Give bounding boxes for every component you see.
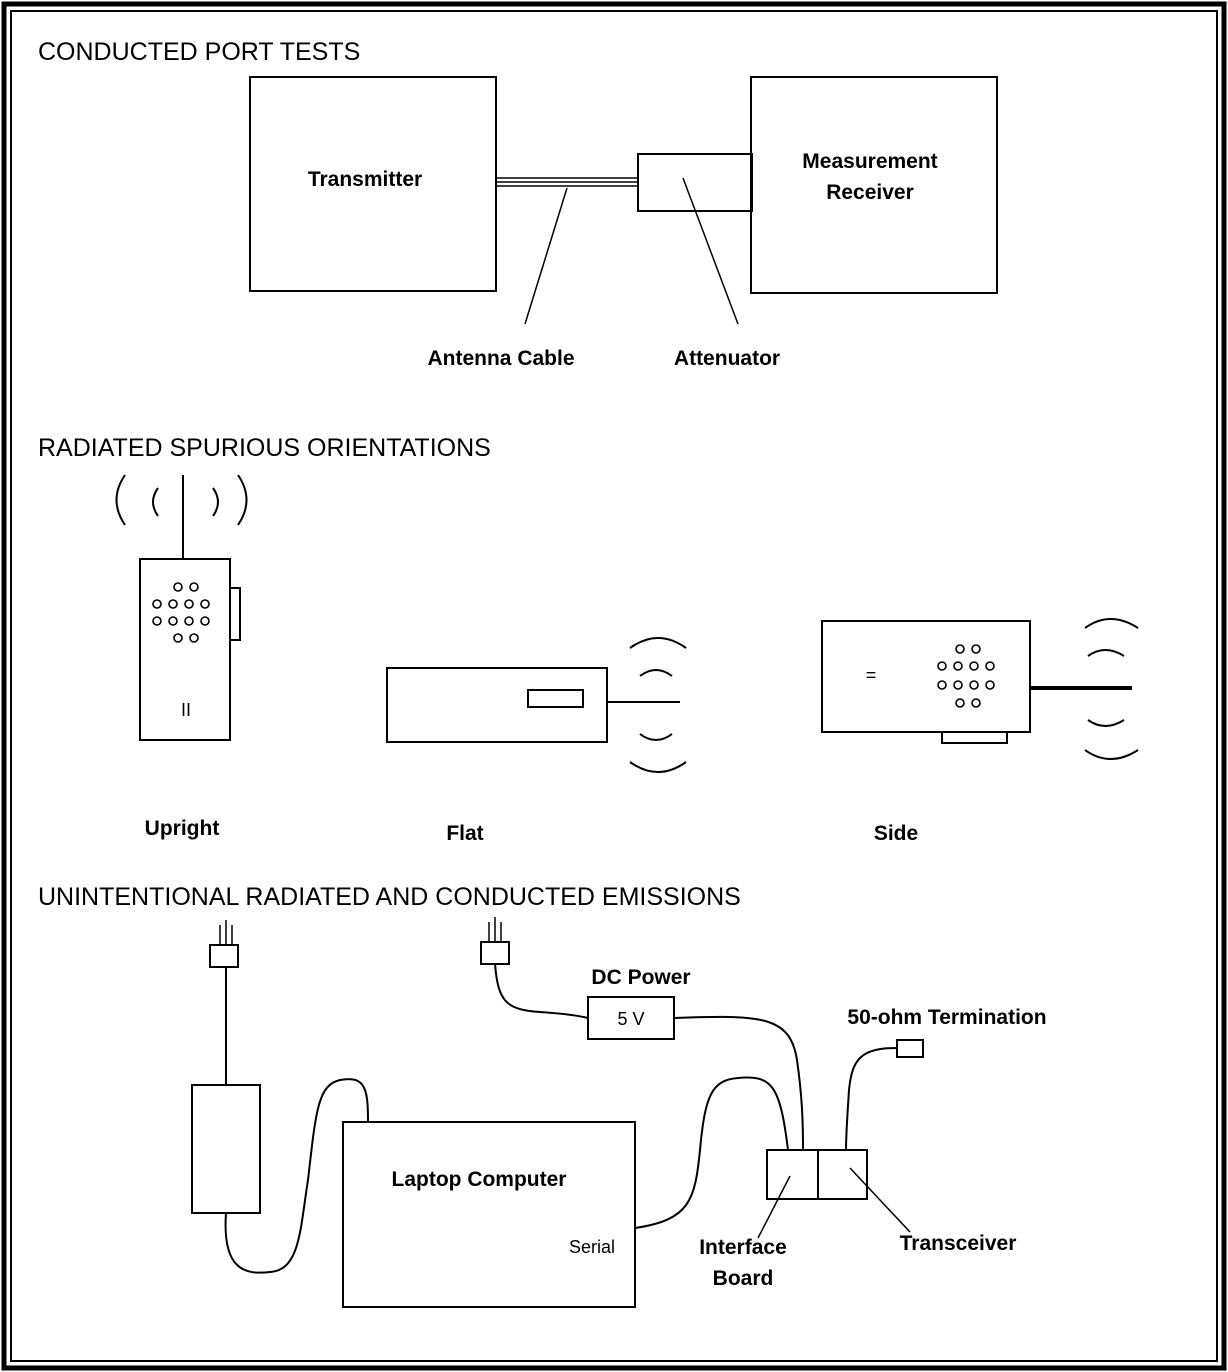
receiver-label-line1: Measurement [802, 150, 937, 173]
upright-mark: II [181, 700, 191, 720]
laptop-label: Laptop Computer [392, 1168, 567, 1191]
side-device: = [821, 618, 1139, 760]
termination-label: 50-ohm Termination [847, 1006, 1046, 1029]
antenna-cable-label: Antenna Cable [427, 347, 574, 370]
keypad-icon [937, 644, 995, 708]
upright-label: Upright [145, 817, 220, 840]
laptop-computer-box [342, 1121, 636, 1308]
serial-port-label: Serial [569, 1237, 615, 1257]
interface-board-label-line2: Board [713, 1267, 774, 1290]
attenuator-label: Attenuator [674, 347, 780, 370]
emissions-section: UNINTENTIONAL RADIATED AND CONDUCTED EMI… [38, 883, 1047, 1308]
side-label: Side [874, 822, 918, 845]
dc-output-cable [673, 1015, 804, 1151]
attenuator-leader [682, 177, 739, 325]
antenna-cable [496, 177, 638, 187]
transmitter-box [249, 76, 497, 292]
upright-side-button [229, 587, 241, 641]
termination-plug [896, 1039, 924, 1058]
measurement-receiver-box [750, 76, 998, 294]
radio-waves-icon [115, 474, 248, 526]
conducted-section: CONDUCTED PORT TESTS Transmitter Measure… [38, 38, 998, 370]
receiver-label-line2: Receiver [826, 181, 914, 204]
interface-board-label-line1: Interface [699, 1236, 787, 1259]
side-device-body [821, 620, 1031, 733]
section-title-conducted: CONDUCTED PORT TESTS [38, 38, 360, 66]
dc-supply-cord [494, 963, 589, 1019]
flat-label: Flat [446, 822, 483, 845]
flat-device-body [386, 667, 608, 743]
adapter-cable [224, 1078, 369, 1274]
section-title-radiated: RADIATED SPURIOUS ORIENTATIONS [38, 434, 491, 462]
transmitter-label: Transmitter [308, 168, 422, 191]
radiated-section: RADIATED SPURIOUS ORIENTATIONS II Uprigh… [38, 434, 1139, 845]
power-adapter-box [191, 1084, 261, 1214]
transceiver-box [817, 1149, 868, 1200]
keypad-icon [152, 582, 210, 643]
plug-icon [480, 917, 510, 965]
voltage-label: 5 V [617, 1009, 644, 1029]
transceiver-label: Transceiver [900, 1232, 1017, 1255]
termination-cable [845, 1047, 898, 1151]
upright-device-body [139, 558, 231, 741]
radio-waves-icon [1084, 618, 1139, 760]
interface-board-box [766, 1149, 819, 1200]
radio-waves-icon [629, 637, 687, 773]
serial-cable [634, 1076, 789, 1229]
side-device-foot [941, 731, 1008, 744]
interface-board-leader [757, 1175, 791, 1239]
transceiver-leader [849, 1167, 911, 1233]
section-title-unintentional: UNINTENTIONAL RADIATED AND CONDUCTED EMI… [38, 883, 741, 911]
side-mark: = [866, 665, 877, 685]
inner-frame [10, 10, 1218, 1362]
dc-power-label: DC Power [591, 966, 690, 989]
plug-icon [209, 920, 239, 968]
flat-device [386, 637, 687, 773]
attenuator-box [637, 153, 753, 212]
upright-device: II [115, 474, 248, 741]
antenna-cable-leader [524, 187, 568, 325]
flat-device-slot [527, 689, 584, 708]
